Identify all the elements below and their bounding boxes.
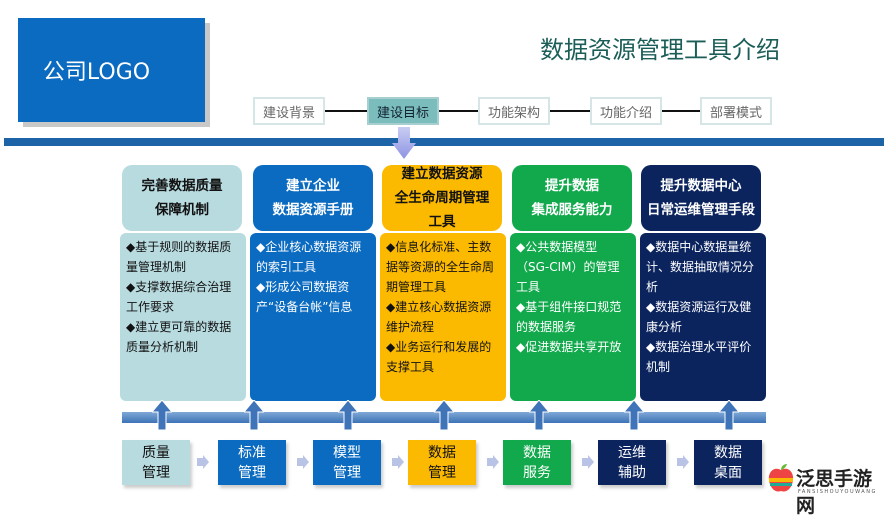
card-bullet: ◆数据资源运行及健康分析 [646, 300, 752, 334]
module-box[interactable]: 标准管理 [218, 440, 286, 485]
card-header: 提升数据集成服务能力 [512, 165, 632, 231]
card-title-line: 全生命周期管理 [394, 190, 490, 206]
card-bullet: ◆数据中心数据量统计、数据抽取情况分析 [646, 240, 755, 294]
card-title-line: 建立数据资源 [401, 166, 483, 182]
module-label: 管理 [333, 464, 361, 481]
nav-step-1[interactable]: 建设背景 [253, 97, 325, 125]
card-bullet: ◆业务运行和发展的支撑工具 [386, 340, 492, 374]
up-arrow-icon [152, 400, 172, 430]
up-arrow-icon [434, 400, 454, 430]
nav-step-2[interactable]: 建设目标 [367, 97, 439, 125]
card-bullet: ◆数据治理水平评价机制 [646, 340, 752, 374]
card-header: 建立数据资源全生命周期管理工具 [382, 165, 502, 231]
up-arrow-icon [529, 400, 549, 430]
card-header: 完善数据质量保障机制 [122, 165, 242, 231]
nav-step-4[interactable]: 功能介绍 [590, 97, 662, 125]
card-body: ◆企业核心数据资源的索引工具 ◆形成公司数据资产“设备台帐”信息 [250, 233, 376, 401]
module-label: 桌面 [714, 464, 742, 481]
card-bullet: ◆促进数据共享开放 [516, 340, 622, 354]
module-label: 辅助 [618, 464, 646, 481]
down-arrow-icon [392, 127, 416, 159]
card-bullet: ◆企业核心数据资源的索引工具 [256, 240, 362, 274]
chevron-right-icon [297, 455, 309, 469]
card-header: 提升数据中心日常运维管理手段 [641, 165, 761, 231]
module-label: 数据 [714, 444, 742, 461]
card-bullet: ◆形成公司数据资产“设备台帐”信息 [256, 280, 353, 314]
module-box[interactable]: 数据服务 [503, 440, 571, 485]
module-box[interactable]: 模型管理 [313, 440, 381, 485]
card-bullet: ◆信息化标准、主数据等资源的全生命周期管理工具 [386, 240, 495, 294]
module-label: 数据 [523, 444, 551, 461]
module-label: 标准 [238, 444, 266, 461]
module-label: 质量 [142, 444, 170, 461]
module-label: 管理 [142, 464, 170, 481]
watermark-subtext: FANSISHOUYOUWANG [798, 489, 877, 495]
card-bullet: ◆建立更可靠的数据质量分析机制 [126, 320, 232, 354]
chevron-right-icon [677, 455, 689, 469]
card-title-line: 工具 [428, 214, 456, 230]
card-title-line: 数据资源手册 [272, 202, 354, 218]
module-label: 运维 [618, 444, 646, 461]
module-box[interactable]: 数据管理 [408, 440, 476, 485]
card-bullet: ◆支撑数据综合治理工作要求 [126, 280, 232, 314]
card-title-line: 日常运维管理手段 [647, 202, 755, 218]
nav-step-3[interactable]: 功能架构 [478, 97, 550, 125]
card-title-line: 保障机制 [155, 202, 209, 218]
up-arrow-icon [624, 400, 644, 430]
watermark: 泛思手游网 FANSISHOUYOUWANG [768, 462, 888, 517]
card-body: ◆公共数据模型（SG-CIM）的管理工具 ◆基于组件接口规范的数据服务 ◆促进数据共… [510, 233, 636, 401]
module-label: 数据 [428, 444, 456, 461]
card-title-line: 提升数据 [545, 178, 599, 194]
card-title-line: 完善数据质量 [141, 178, 223, 194]
module-label: 管理 [428, 464, 456, 481]
page-title: 数据资源管理工具介绍 [540, 36, 780, 64]
module-label: 服务 [523, 464, 551, 481]
card-body: ◆基于规则的数据质量管理机制 ◆支撑数据综合治理工作要求 ◆建立更可靠的数据质量分析… [120, 233, 246, 401]
chevron-right-icon [582, 455, 594, 469]
card-body: ◆数据中心数据量统计、数据抽取情况分析 ◆数据资源运行及健康分析 ◆数据治理水平评价… [640, 233, 766, 401]
module-label: 管理 [238, 464, 266, 481]
module-box[interactable]: 数据桌面 [694, 440, 762, 485]
card-bullet: ◆基于组件接口规范的数据服务 [516, 300, 622, 334]
chevron-right-icon [392, 455, 404, 469]
card-bullet: ◆公共数据模型（SG-CIM）的管理工具 [516, 240, 620, 294]
nav-step-5[interactable]: 部署模式 [700, 97, 772, 125]
card-header: 建立企业数据资源手册 [253, 165, 373, 231]
card-title-line: 提升数据中心 [660, 178, 742, 194]
module-box[interactable]: 质量管理 [122, 440, 190, 485]
card-body: ◆信息化标准、主数据等资源的全生命周期管理工具 ◆建立核心数据资源维护流程 ◆业务运… [380, 233, 506, 401]
up-arrow-icon [244, 400, 264, 430]
apple-logo-icon [768, 464, 794, 492]
card-title-line: 建立企业 [286, 178, 340, 194]
chevron-right-icon [487, 455, 499, 469]
header-divider [4, 138, 884, 146]
card-bullet: ◆建立核心数据资源维护流程 [386, 300, 492, 334]
card-bullet: ◆基于规则的数据质量管理机制 [126, 240, 232, 274]
module-label: 模型 [333, 444, 361, 461]
module-box[interactable]: 运维辅助 [598, 440, 666, 485]
chevron-right-icon [197, 455, 209, 469]
up-arrow-icon [338, 400, 358, 430]
up-arrow-icon [719, 400, 739, 430]
card-title-line: 集成服务能力 [531, 202, 613, 218]
company-logo: 公司LOGO [18, 18, 205, 122]
